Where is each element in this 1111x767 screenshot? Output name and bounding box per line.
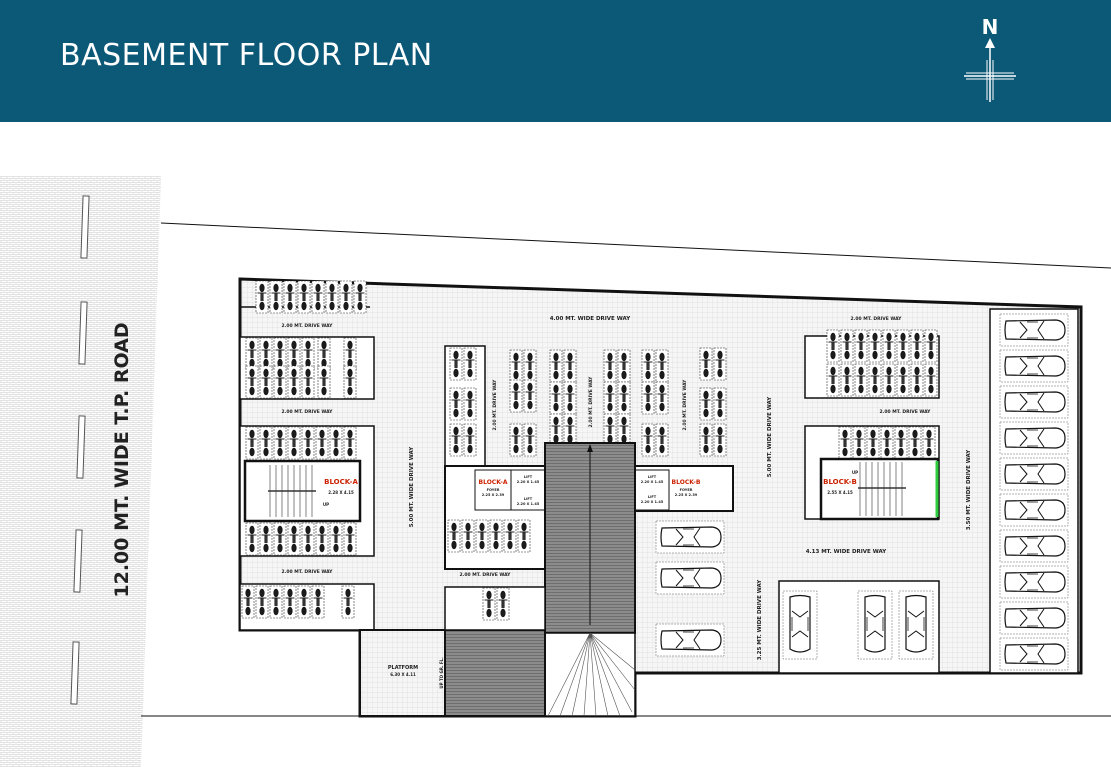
ramp-turn [547, 632, 636, 717]
svg-text:3.25 MT. WIDE DRIVE WAY: 3.25 MT. WIDE DRIVE WAY [757, 579, 763, 661]
svg-text:2.00 MT. DRIVE WAY: 2.00 MT. DRIVE WAY [492, 379, 498, 431]
svg-text:2.20 X 1.45: 2.20 X 1.45 [641, 480, 664, 484]
svg-text:2.20 X 1.45: 2.20 X 1.45 [517, 480, 540, 484]
car-bay-bottom [782, 590, 934, 660]
block-b-label: BLOCK-B [823, 478, 857, 486]
header-bar: BASEMENT FLOOR PLAN N [0, 0, 1111, 122]
svg-text:LIFT: LIFT [648, 495, 657, 499]
svg-text:FOYER: FOYER [680, 488, 693, 492]
drive-top-label: 4.00 MT. WIDE DRIVE WAY [550, 316, 632, 322]
svg-text:LIFT: LIFT [524, 497, 533, 501]
svg-text:2.25 X 2.39: 2.25 X 2.39 [675, 493, 698, 497]
svg-text:2.00 MT. DRIVE WAY: 2.00 MT. DRIVE WAY [880, 409, 932, 415]
svg-text:PLATFORM: PLATFORM [388, 665, 418, 671]
svg-text:UP TO GR. FL.: UP TO GR. FL. [439, 657, 444, 689]
stair-up [444, 629, 546, 717]
svg-text:2.20 X 1.45: 2.20 X 1.45 [517, 502, 540, 506]
svg-text:UP: UP [852, 470, 858, 475]
svg-text:2.20 X 1.45: 2.20 X 1.45 [641, 500, 664, 504]
svg-text:FOYER: FOYER [487, 488, 500, 492]
platform [359, 629, 446, 717]
north-label: N [982, 15, 999, 39]
svg-text:4.13 MT. WIDE DRIVE WAY: 4.13 MT. WIDE DRIVE WAY [806, 549, 888, 555]
page-title: BASEMENT FLOOR PLAN [60, 38, 433, 73]
svg-text:5.00 MT. WIDE DRIVE WAY: 5.00 MT. WIDE DRIVE WAY [409, 446, 415, 528]
car-bay-center [655, 520, 725, 657]
svg-text:UP: UP [323, 502, 329, 507]
block-b-core-label: BLOCK-B [672, 479, 701, 486]
svg-text:2.00 MT. DRIVE WAY: 2.00 MT. DRIVE WAY [282, 323, 334, 329]
svg-text:LIFT: LIFT [648, 475, 657, 479]
block-a-label: BLOCK-A [324, 478, 358, 486]
svg-text:2.00 MT. DRIVE WAY: 2.00 MT. DRIVE WAY [588, 376, 594, 428]
floor-plan: 12.00 MT. WIDE T.P. ROAD BLOCK-A 2.28 X … [0, 176, 1111, 767]
svg-text:2.00 MT. DRIVE WAY: 2.00 MT. DRIVE WAY [282, 409, 334, 415]
north-compass-icon: N [964, 15, 1016, 102]
svg-text:2.25 X 2.39: 2.25 X 2.39 [482, 493, 505, 497]
block-a-core-label: BLOCK-A [479, 479, 508, 486]
svg-text:5.00 MT. WIDE DRIVE WAY: 5.00 MT. WIDE DRIVE WAY [767, 396, 773, 478]
svg-text:2.00 MT. DRIVE WAY: 2.00 MT. DRIVE WAY [682, 379, 688, 431]
block-b-stair [819, 457, 940, 521]
svg-text:2.00 MT. DRIVE WAY: 2.00 MT. DRIVE WAY [282, 569, 334, 575]
svg-text:2.00 MT. DRIVE WAY: 2.00 MT. DRIVE WAY [851, 316, 903, 322]
svg-text:2.00 MT. DRIVE WAY: 2.00 MT. DRIVE WAY [460, 572, 512, 578]
svg-text:6.30 X 4.11: 6.30 X 4.11 [390, 672, 416, 677]
road-markings [70, 195, 90, 705]
svg-text:3.50 MT. WIDE DRIVE WAY: 3.50 MT. WIDE DRIVE WAY [966, 449, 972, 531]
road-label: 12.00 MT. WIDE T.P. ROAD [111, 322, 133, 597]
svg-text:2.55 X 4.15: 2.55 X 4.15 [827, 490, 853, 495]
bike-bay-center [444, 345, 727, 467]
block-a-stair [243, 459, 362, 523]
svg-text:LIFT: LIFT [524, 475, 533, 479]
bike-bay-b2 [838, 426, 936, 460]
svg-text:2.28 X 4.15: 2.28 X 4.15 [328, 490, 354, 495]
